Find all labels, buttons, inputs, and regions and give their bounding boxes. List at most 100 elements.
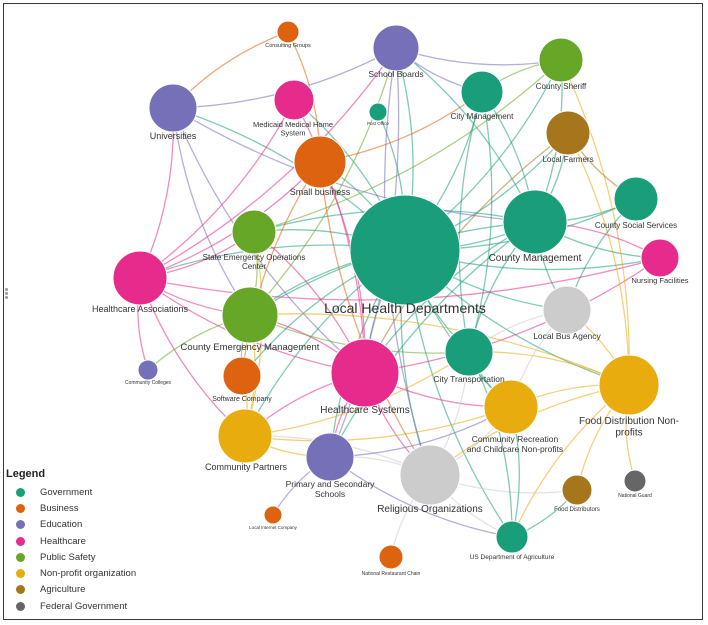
legend-swatch bbox=[16, 601, 25, 611]
node-label-fdn: Food Distribution Non-profits bbox=[579, 416, 679, 439]
legend-swatch bbox=[16, 552, 25, 562]
node-lic[interactable] bbox=[263, 505, 283, 525]
legend-label: Public Safety bbox=[40, 551, 96, 563]
node-label-lfarm: Local Farmers bbox=[542, 155, 593, 164]
node-sboard[interactable] bbox=[372, 24, 420, 72]
legend-swatch bbox=[16, 536, 25, 546]
node-sb[interactable] bbox=[293, 135, 347, 189]
edge-fdn-csheriff bbox=[560, 59, 630, 386]
node-mmhs[interactable] bbox=[273, 79, 315, 121]
node-ha[interactable] bbox=[112, 250, 168, 306]
legend-item: Non-profit organization bbox=[6, 565, 176, 581]
node-pss[interactable] bbox=[305, 432, 355, 482]
label-layer: Local Health Departments County Managemen… bbox=[92, 43, 689, 577]
node-css[interactable] bbox=[613, 176, 659, 222]
edge-cm-pss bbox=[329, 221, 536, 458]
node-lfarm[interactable] bbox=[545, 110, 591, 156]
node-fdn[interactable] bbox=[598, 354, 660, 416]
node-ro[interactable] bbox=[399, 444, 461, 506]
legend-item: Business bbox=[6, 500, 176, 516]
node-nrc[interactable] bbox=[378, 544, 404, 570]
node-swc[interactable] bbox=[222, 356, 262, 396]
edge-sb-ro bbox=[319, 161, 431, 476]
node-label-nf: Nursing Facilities bbox=[631, 276, 688, 285]
node-label-cg: Consulting Groups bbox=[265, 43, 311, 49]
node-cem[interactable] bbox=[221, 286, 279, 344]
legend-swatch bbox=[16, 520, 25, 530]
node-label-cc: Community Colleges bbox=[125, 380, 172, 386]
node-label-univ: Universities bbox=[150, 131, 197, 141]
node-ng[interactable] bbox=[623, 469, 647, 493]
node-po[interactable] bbox=[368, 102, 388, 122]
node-label-lic: Local Internet Company bbox=[249, 525, 298, 530]
edge-univ-cm bbox=[172, 107, 536, 223]
legend-item: Education bbox=[6, 517, 176, 533]
node-cc[interactable] bbox=[137, 359, 159, 381]
node-label-lhd: Local Health Departments bbox=[324, 300, 486, 316]
node-univ[interactable] bbox=[148, 83, 198, 133]
edge-sboard-csheriff bbox=[395, 47, 562, 66]
node-label-po: Post Office bbox=[367, 121, 389, 126]
node-label-cem: County Emergency Management bbox=[181, 342, 320, 353]
node-label-fd: Food Distributors bbox=[554, 507, 600, 513]
legend-item: Government bbox=[6, 484, 176, 500]
edge-ct-cityman bbox=[468, 91, 493, 353]
legend-swatch bbox=[16, 569, 25, 579]
node-label-cp: Community Partners bbox=[205, 462, 288, 472]
node-cm[interactable] bbox=[502, 189, 568, 255]
node-label-cm: County Management bbox=[489, 253, 582, 264]
edge-cityman-ct bbox=[458, 91, 483, 353]
node-label-ro: Religious Organizations bbox=[377, 504, 483, 515]
node-cp[interactable] bbox=[217, 408, 273, 464]
drag-handle[interactable] bbox=[5, 288, 9, 300]
legend-swatch bbox=[16, 585, 25, 595]
node-crc[interactable] bbox=[483, 379, 539, 435]
legend-title: Legend bbox=[6, 468, 46, 480]
node-usda[interactable] bbox=[495, 520, 529, 554]
legend-label: Non-profit organization bbox=[40, 568, 137, 580]
node-cg[interactable] bbox=[276, 20, 300, 44]
node-label-sboard: School Boards bbox=[368, 69, 423, 79]
legend-item: Public Safety bbox=[6, 549, 176, 565]
legend-label: Federal Government bbox=[40, 600, 128, 612]
legend-item: Agriculture bbox=[6, 582, 176, 598]
node-seoc[interactable] bbox=[231, 209, 277, 255]
node-csheriff[interactable] bbox=[538, 37, 584, 83]
node-hs[interactable] bbox=[330, 338, 400, 408]
node-nf[interactable] bbox=[640, 238, 680, 278]
node-layer bbox=[112, 20, 680, 570]
node-lba[interactable] bbox=[542, 285, 592, 335]
node-ct[interactable] bbox=[444, 327, 494, 377]
legend-label: Government bbox=[40, 486, 93, 498]
node-label-cityman: City Management bbox=[451, 112, 514, 121]
edge-cp-ct bbox=[244, 351, 470, 437]
legend-label: Business bbox=[40, 502, 79, 514]
node-fd[interactable] bbox=[561, 474, 593, 506]
legend-label: Agriculture bbox=[40, 584, 86, 596]
legend-label: Healthcare bbox=[40, 535, 86, 547]
edge-fdn-cem bbox=[249, 313, 630, 386]
node-label-ng: National Guard bbox=[618, 493, 652, 499]
node-label-css: County Social Services bbox=[595, 221, 677, 230]
edge-cem-sboard bbox=[249, 47, 397, 316]
legend-label: Education bbox=[40, 519, 83, 531]
node-label-csheriff: County Sheriff bbox=[536, 82, 587, 91]
node-cityman[interactable] bbox=[460, 70, 504, 114]
node-lhd[interactable] bbox=[349, 194, 461, 306]
legend-swatch bbox=[16, 487, 25, 497]
legend-swatch bbox=[16, 503, 25, 513]
node-label-swc: Software Company bbox=[212, 396, 272, 403]
node-label-nrc: National Restaurant Chain bbox=[362, 571, 421, 577]
edge-cp-crc bbox=[244, 406, 512, 442]
edge-ha-sboard bbox=[139, 47, 397, 279]
legend-item: Federal Government bbox=[6, 598, 176, 614]
edge-fdn-lfarm bbox=[567, 132, 630, 386]
node-label-ct: City Transportation bbox=[433, 374, 505, 384]
